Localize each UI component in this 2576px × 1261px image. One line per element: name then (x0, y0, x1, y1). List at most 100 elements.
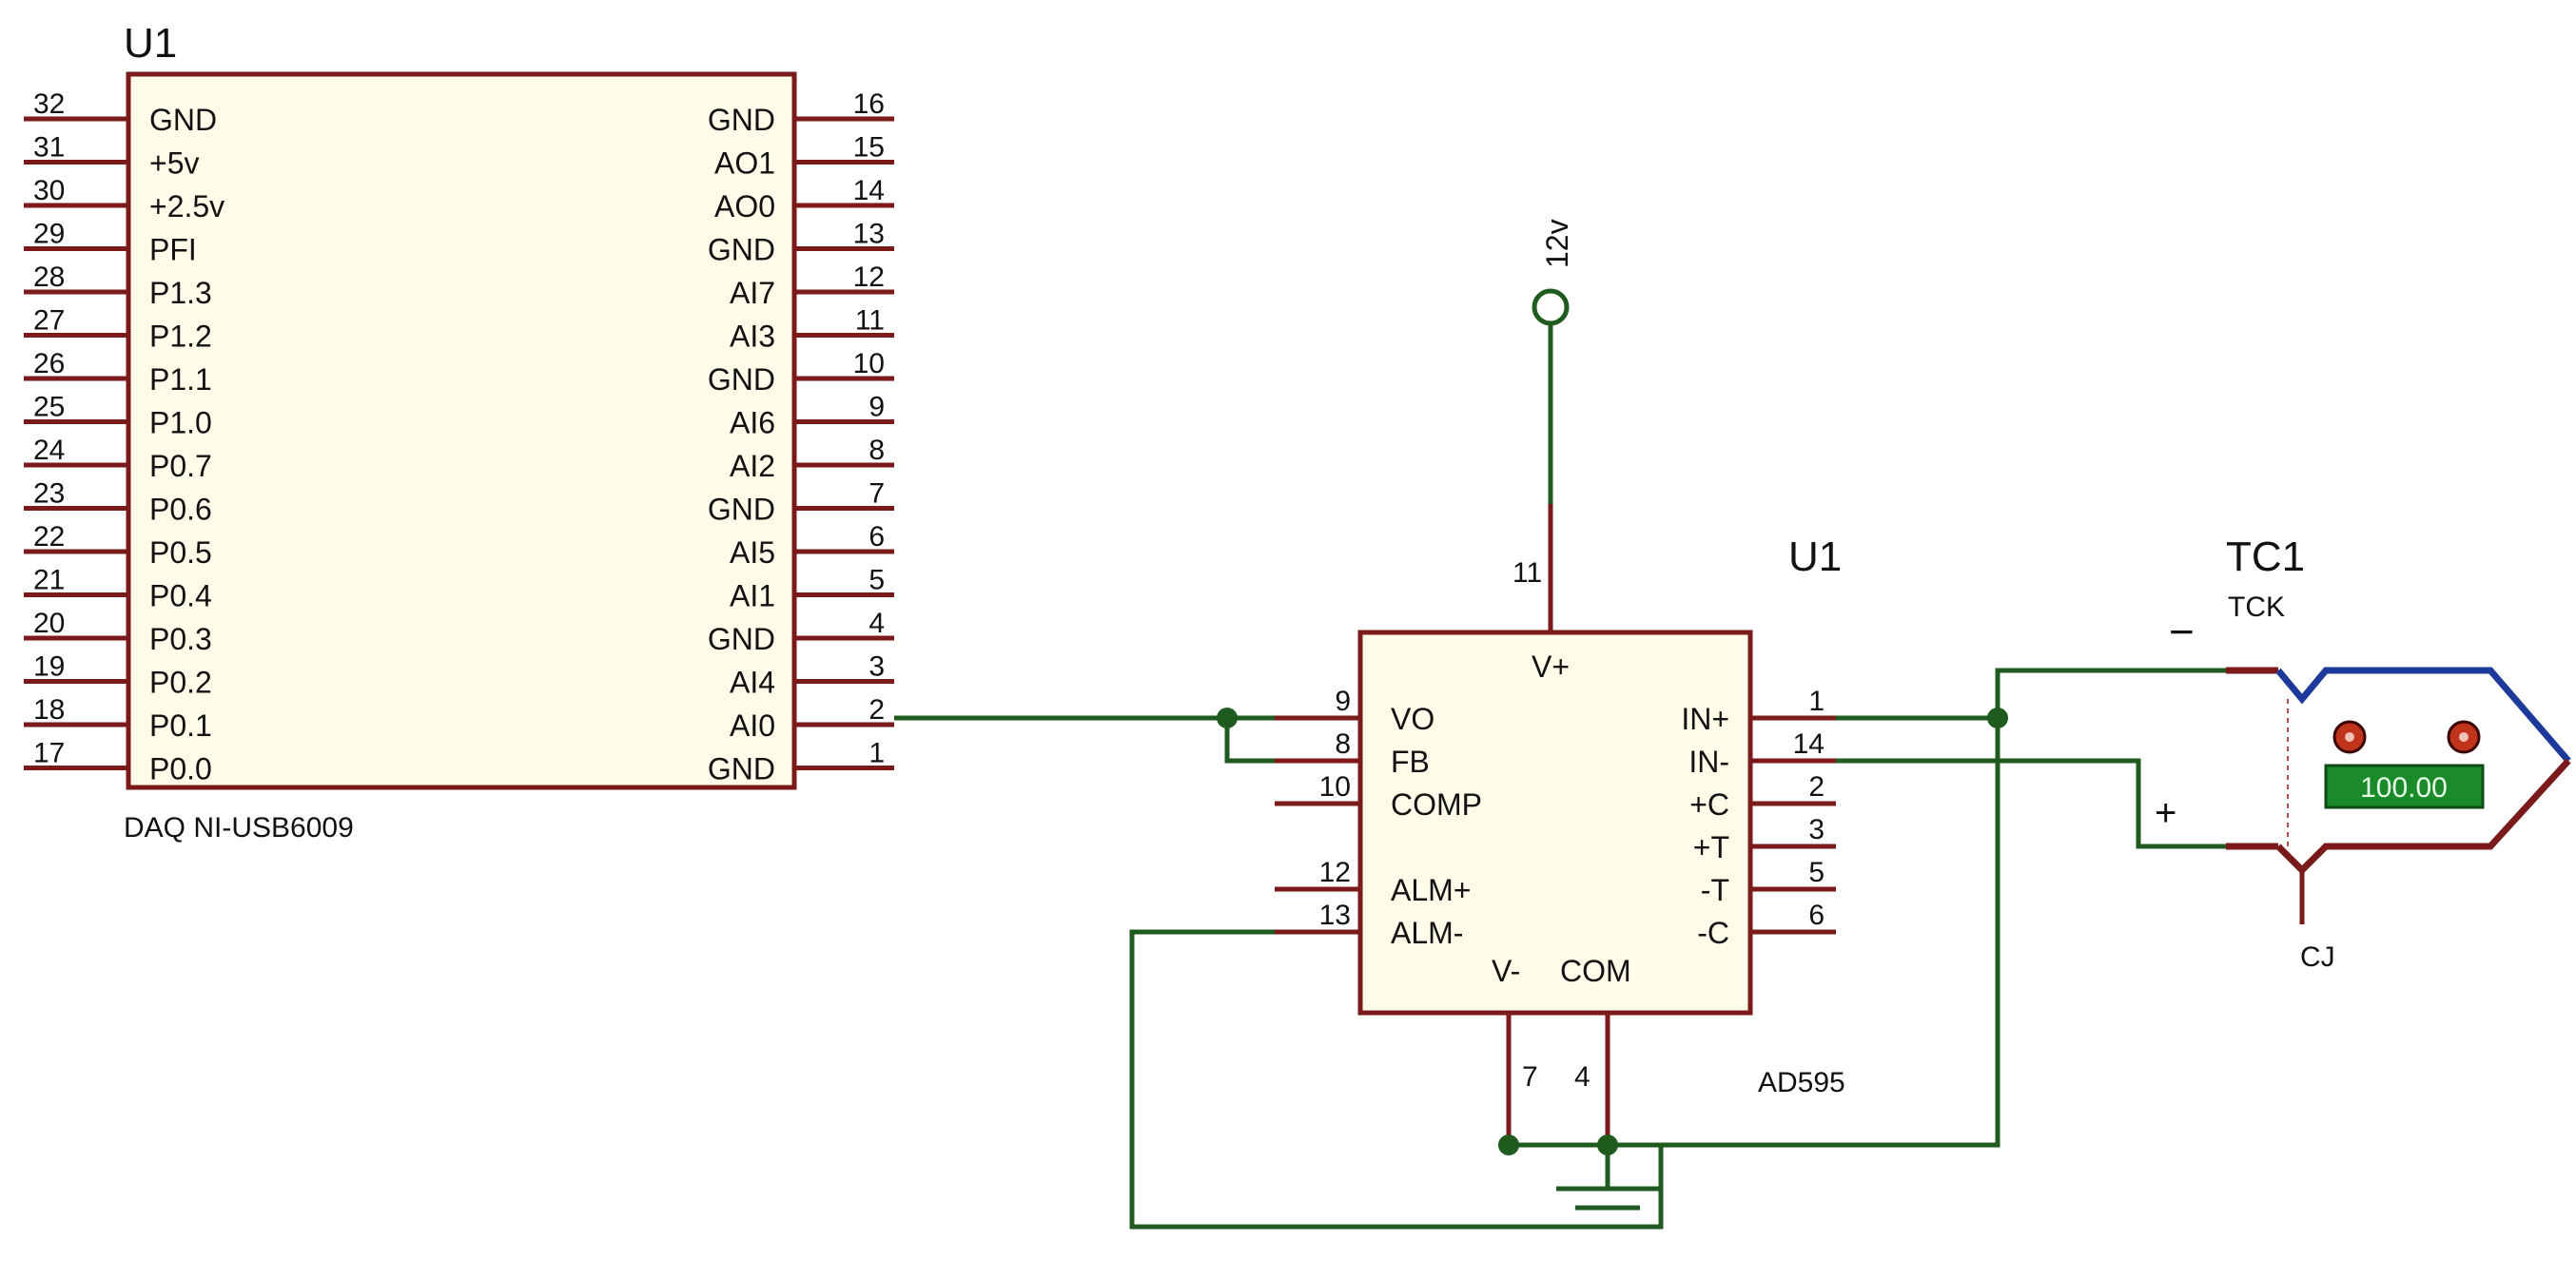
tc-minus-label: − (2169, 607, 2195, 656)
tc-ref-label: TC1 (2226, 534, 2305, 580)
daq-pin-6-number: 6 (868, 521, 885, 553)
wire-in-minus-to-tc-plus[interactable] (1836, 758, 2226, 849)
daq-pin-32-name: GND (149, 103, 217, 137)
daq-pin-28-name: P1.3 (149, 276, 212, 310)
daq-pin-21-name: P0.4 (149, 579, 212, 613)
daq-pin-22-number: 22 (33, 521, 65, 553)
ad595-body (1357, 630, 1753, 1016)
daq-pin-16-name: GND (708, 103, 775, 137)
daq-part-name: DAQ NI-USB6009 (124, 812, 354, 844)
tc-increase-button-glyph (2459, 732, 2469, 742)
daq-pin-28-number: 28 (33, 262, 65, 293)
daq-pin-11-name: AI3 (730, 320, 775, 354)
ad595-pin-10-number: 10 (1319, 771, 1351, 803)
ad595-pin-8-name: FB (1391, 745, 1430, 779)
daq-pin-24-name: P0.7 (149, 449, 212, 483)
daq-pin-12-name: AI7 (730, 276, 775, 310)
ad595-pin-6-number: 6 (1808, 900, 1825, 931)
daq-pin-16-number: 16 (853, 88, 885, 120)
daq-pin-15-number: 15 (853, 132, 885, 164)
daq-pin-30-number: 30 (33, 175, 65, 206)
daq-pin-25-name: P1.0 (149, 406, 212, 440)
daq-pin-18-number: 18 (33, 694, 65, 726)
ad595-pin-14-name: IN- (1688, 745, 1729, 779)
tc-probe-top-edge (2275, 667, 2571, 764)
daq-pin-13-name: GND (708, 233, 775, 267)
ad595-pin-11-number: 11 (1512, 557, 1542, 589)
ad595-pin-1-name: IN+ (1681, 702, 1729, 736)
ad595-pin-6-name: -C (1697, 916, 1729, 950)
daq-pin-31-number: 31 (33, 132, 65, 164)
ad595-pin-13-name: ALM- (1391, 916, 1463, 950)
ad595-pin-12-name: ALM+ (1391, 873, 1471, 907)
wire-fb-tie[interactable] (1224, 718, 1275, 764)
daq-pin-26-name: P1.1 (149, 362, 212, 397)
daq-pin-29-name: PFI (149, 233, 197, 267)
daq-right-pins: 16GND15AO114AO013GND12AI711AI310GND9AI68… (708, 88, 894, 786)
ad595-pin-5-name: -T (1701, 873, 1729, 907)
daq-pin-11-number: 11 (855, 305, 885, 337)
daq-pin-9-number: 9 (868, 392, 885, 423)
daq-body (126, 71, 797, 790)
ad595-pin-9-name: VO (1391, 702, 1434, 736)
tc-display-value: 100.00 (2360, 772, 2448, 804)
supply-12v[interactable]: 12v (1532, 219, 1574, 504)
daq-pin-27-name: P1.2 (149, 320, 212, 354)
ad595-pin-9-number: 9 (1335, 686, 1351, 717)
wire-alm-minus-to-ground[interactable] (1129, 929, 1664, 1230)
daq-pin-17-name: P0.0 (149, 752, 212, 786)
daq-pin-17-number: 17 (33, 738, 65, 769)
daq-pin-20-name: P0.3 (149, 622, 212, 656)
ad595-pin-1-number: 1 (1808, 686, 1825, 717)
daq-pin-21-number: 21 (33, 565, 65, 596)
thermocouple-tc1[interactable]: TC1 TCK − + CJ 100.00 (2155, 534, 2571, 973)
daq-pin-29-number: 29 (33, 219, 65, 250)
daq-pin-8-number: 8 (868, 435, 885, 466)
tc-plus-label: + (2155, 792, 2176, 834)
daq-pin-19-number: 19 (33, 651, 65, 683)
daq-pin-5-name: AI1 (730, 579, 775, 613)
ad595-pin-10-name: COMP (1391, 787, 1482, 822)
daq-pin-7-name: GND (708, 493, 775, 527)
tc-cj-label: CJ (2300, 941, 2335, 973)
tc-probe-bottom-edge (2275, 758, 2571, 875)
daq-pin-1-number: 1 (868, 738, 885, 769)
daq-pin-14-name: AO0 (714, 189, 775, 223)
ad595-pin-12-number: 12 (1319, 857, 1351, 888)
wire-to-tc-minus[interactable] (1995, 668, 2226, 718)
junction-dot-vminus (1498, 1135, 1519, 1155)
wires (894, 668, 2226, 1230)
daq-pin-18-name: P0.1 (149, 708, 212, 743)
ad595-pin-13-number: 13 (1319, 900, 1351, 931)
daq-pin-3-name: AI4 (730, 666, 775, 700)
ad595-pin-4-number: 4 (1574, 1061, 1590, 1093)
daq-pin-23-name: P0.6 (149, 493, 212, 527)
daq-pin-8-name: AI2 (730, 449, 775, 483)
ad595-pin-4-name: COM (1560, 954, 1631, 988)
daq-pin-20-number: 20 (33, 608, 65, 639)
daq-pin-24-number: 24 (33, 435, 65, 466)
daq-pin-3-number: 3 (868, 651, 885, 683)
ad595-pin-2-name: +C (1689, 787, 1729, 822)
daq-pin-32-number: 32 (33, 88, 65, 120)
daq-pin-10-number: 10 (853, 348, 885, 379)
daq-pin-2-number: 2 (868, 694, 885, 726)
supply-label: 12v (1540, 219, 1574, 268)
daq-pin-9-name: AI6 (730, 406, 775, 440)
tc-type-label: TCK (2228, 592, 2285, 623)
supply-terminal-icon[interactable] (1532, 288, 1570, 326)
daq-pin-19-name: P0.2 (149, 666, 212, 700)
daq-pin-26-number: 26 (33, 348, 65, 379)
ad595-pin-11-name: V+ (1532, 650, 1570, 684)
junction-dot-in-plus (1987, 708, 2008, 728)
ad595-pin-3-name: +T (1693, 830, 1729, 864)
ad595-ref-label: U1 (1788, 534, 1842, 580)
daq-pin-15-name: AO1 (714, 146, 775, 181)
daq-pin-25-number: 25 (33, 392, 65, 423)
